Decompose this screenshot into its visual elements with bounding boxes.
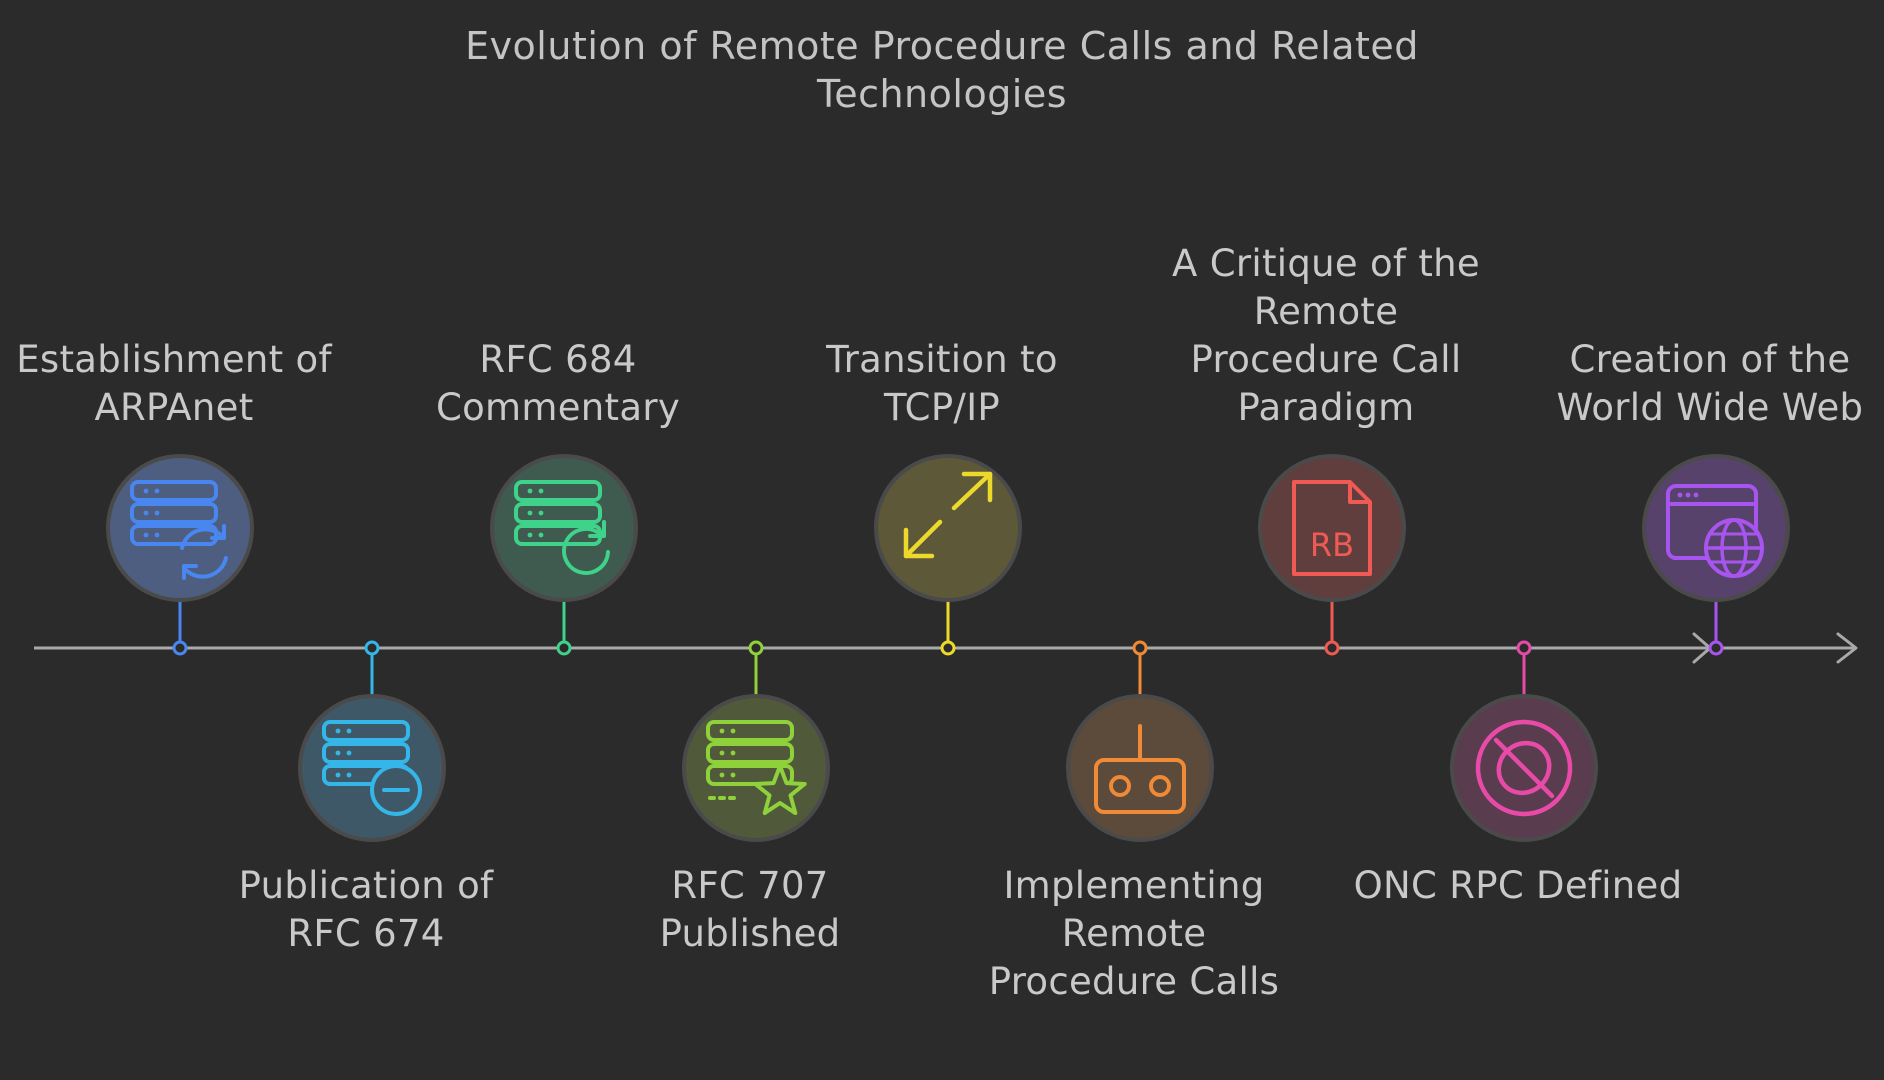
timeline-event	[106, 454, 254, 656]
timeline-event	[1450, 640, 1598, 842]
event-marker	[748, 640, 764, 656]
timeline-event: RB	[1258, 454, 1406, 656]
timeline-arrowhead	[1836, 632, 1858, 664]
event-label: A Critique of the Remote Procedure Call …	[1172, 242, 1480, 429]
no-link-icon	[1475, 719, 1573, 817]
rb-file-icon: RB	[1292, 480, 1372, 576]
robot-icon	[1094, 724, 1186, 814]
event-marker	[1324, 640, 1340, 656]
event-label: RFC 684 Commentary	[435, 338, 681, 429]
event-marker	[364, 640, 380, 656]
event-icon-circle	[1066, 694, 1214, 842]
event-label: Transition to TCP/IP	[826, 338, 1058, 429]
event-marker	[940, 640, 956, 656]
event-marker	[556, 640, 572, 656]
server-sync-icon	[130, 480, 228, 580]
timeline-event	[682, 640, 830, 842]
event-label: Establishment of ARPAnet	[16, 338, 332, 429]
event-label: Creation of the World Wide Web	[1556, 338, 1864, 429]
event-marker	[172, 640, 188, 656]
event-label: Publication of RFC 674	[238, 864, 494, 955]
event-label: ONC RPC Defined	[1353, 864, 1683, 907]
timeline-event	[298, 640, 446, 842]
event-label: RFC 707 Published	[659, 864, 841, 955]
timeline-event	[490, 454, 638, 656]
server-minus-icon	[322, 720, 422, 816]
timeline-event	[1066, 640, 1214, 842]
diagram-title: Evolution of Remote Procedure Calls and …	[465, 24, 1419, 116]
timeline-event	[874, 454, 1022, 656]
event-icon-circle	[874, 454, 1022, 602]
server-refresh-icon	[514, 480, 610, 575]
rb-file-icon-lettering: RB	[1310, 526, 1354, 564]
event-marker	[1516, 640, 1532, 656]
event-marker	[1708, 640, 1724, 656]
web-globe-icon	[1666, 484, 1764, 578]
event-marker	[1132, 640, 1148, 656]
event-label: Implementing Remote Procedure Calls	[988, 864, 1280, 1003]
timeline-event	[1642, 454, 1790, 656]
expand-arrows-icon	[903, 471, 993, 559]
server-star-icon	[706, 720, 807, 816]
